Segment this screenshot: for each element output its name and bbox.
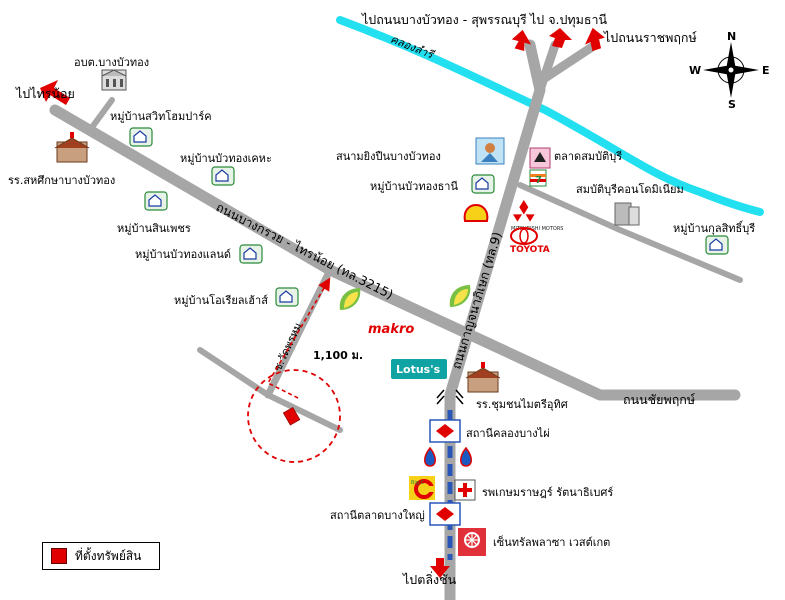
compass-n: N: [727, 30, 736, 43]
abt-building-icon: [101, 69, 127, 91]
legend-marker-icon: [51, 548, 67, 564]
bp-icon-1: [339, 288, 361, 310]
house-icon: [275, 287, 299, 307]
lotus-label: Lotus's: [396, 363, 441, 376]
property-marker[interactable]: [282, 406, 301, 426]
road-side-west: [197, 347, 343, 433]
bp-icon-2: [449, 285, 471, 307]
house-icon: [129, 127, 153, 147]
canal-label: คลองลำรี: [388, 32, 436, 62]
school-icon: [54, 132, 90, 163]
label-shooting-range: สนามยิงปืนบางบัวทอง: [336, 150, 441, 163]
label-bua-thong-thani: หมู่บ้านบัวทองธานี: [370, 180, 458, 193]
road-to-ratchaphruek: [537, 40, 600, 85]
direction-arrows: [40, 27, 605, 578]
label-condo: สมบัติบุรีคอนโดมิเนียม: [576, 182, 684, 196]
ptt-icon: [460, 446, 472, 467]
arrow-north-center-icon: [549, 28, 572, 48]
label-bua-thong-land: หมู่บ้านบัวทองแลนด์: [135, 248, 231, 261]
road-label-soi: ซ.วัดพรหม: [271, 321, 305, 374]
compass: N S E W: [689, 30, 770, 111]
big-c-icon: Big C: [409, 476, 435, 500]
dir-ratchaphruek: ไปถนนราชพฤกษ์: [603, 30, 697, 45]
seven-eleven-label: 7: [535, 175, 542, 186]
compass-s: S: [728, 98, 736, 111]
mitsubishi-label: MITSUBISHI MOTORS: [511, 226, 563, 232]
house-icon: [705, 235, 729, 255]
ptt-icon: [424, 446, 436, 467]
road-kanchanaphisek: [444, 39, 546, 600]
label-sinphet: หมู่บ้านสินเพชร: [117, 222, 191, 235]
house-icon: [144, 191, 168, 211]
arrow-sai-noi-icon: [40, 80, 70, 105]
label-school-sahasueksa: รร.สหศึกษาบางบัวทอง: [8, 174, 115, 187]
property-radius: [247, 369, 341, 463]
village-icons: [129, 127, 729, 307]
condo-icon: [614, 202, 640, 226]
ptt-icons: [424, 446, 472, 467]
road-to-condo: [517, 182, 743, 283]
distance-label: 1,100 ม.: [313, 349, 363, 362]
dir-ling-chan: ไปตลิ่งชัน: [402, 571, 457, 587]
dir-sai-noi: ไปไทรน้อย: [15, 86, 75, 101]
station-icon-1: [429, 419, 461, 443]
label-station-talad: สถานีตลาดบางใหญ่: [330, 509, 425, 522]
central-icon: [458, 528, 486, 556]
arrow-north-right-icon: [585, 27, 605, 52]
canal-khlong-lamri: [336, 16, 764, 216]
label-school-chumchon: รร.ชุมชนไมตรีอุทิศ: [476, 398, 568, 411]
compass-e: E: [762, 64, 770, 77]
big-c-label: Big C: [411, 480, 425, 486]
legend-label: ที่ตั้งทรัพย์สิน: [75, 548, 142, 563]
label-abt: อบต.บางบัวทอง: [74, 56, 149, 69]
toyota-icon: TOYOTA: [510, 227, 550, 255]
place-labels: อบต.บางบัวทอง หมู่บ้านสวิทโฮมปาร์ค รร.สห…: [8, 56, 755, 549]
market-icon: [529, 147, 551, 169]
school-chumchon-icon: [465, 362, 501, 393]
makro-logo: makro: [368, 322, 414, 337]
makro-label: makro: [368, 322, 414, 337]
house-icon: [211, 166, 235, 186]
dir-pathum-thani: ไป จ.ปทุมธานี: [529, 12, 608, 28]
shooting-range-icon: [475, 137, 505, 165]
label-station-song: สถานีคลองบางไผ่: [466, 427, 550, 440]
dir-bang-bua-thong: ไปถนนบางบัวทอง - สุพรรณบุรี: [361, 12, 527, 28]
road-label-chaiyaphruek: ถนนชัยพฤกษ์: [623, 392, 695, 407]
label-oriental: หมู่บ้านโอเรียลเฮ้าส์: [174, 293, 268, 307]
station-icon-2: [429, 502, 461, 526]
hospital-icon: [454, 479, 476, 501]
shell-icon: [463, 203, 489, 222]
label-switch-home: หมู่บ้านสวิทโฮมปาร์ค: [110, 109, 212, 123]
arrow-south-icon: [430, 558, 450, 578]
arrow-north-left-icon: [511, 29, 532, 51]
label-central: เซ็นทรัลพลาซา เวสต์เกต: [493, 535, 610, 549]
house-icon: [471, 174, 495, 194]
lotus-logo: Lotus's: [391, 359, 447, 379]
label-market: ตลาดสมบัติบุรี: [554, 150, 622, 163]
label-kulsitburi: หมู่บ้านกุลสิทธิ์บุรี: [673, 220, 755, 235]
bridge-mark: [436, 389, 464, 405]
legend: ที่ตั้งทรัพย์สิน: [42, 542, 160, 570]
label-hospital: รพเกษมราษฎร์ รัตนาธิเบศร์: [482, 486, 613, 499]
compass-w: W: [689, 64, 701, 77]
house-icon: [239, 244, 263, 264]
toyota-label: TOYOTA: [510, 245, 550, 255]
seven-eleven-icon: 7: [529, 169, 547, 187]
label-thong-khaha: หมู่บ้านบัวทองเคหะ: [180, 152, 272, 165]
mitsubishi-icon: MITSUBISHI MOTORS: [511, 200, 563, 232]
road-to-abt: [87, 97, 115, 133]
